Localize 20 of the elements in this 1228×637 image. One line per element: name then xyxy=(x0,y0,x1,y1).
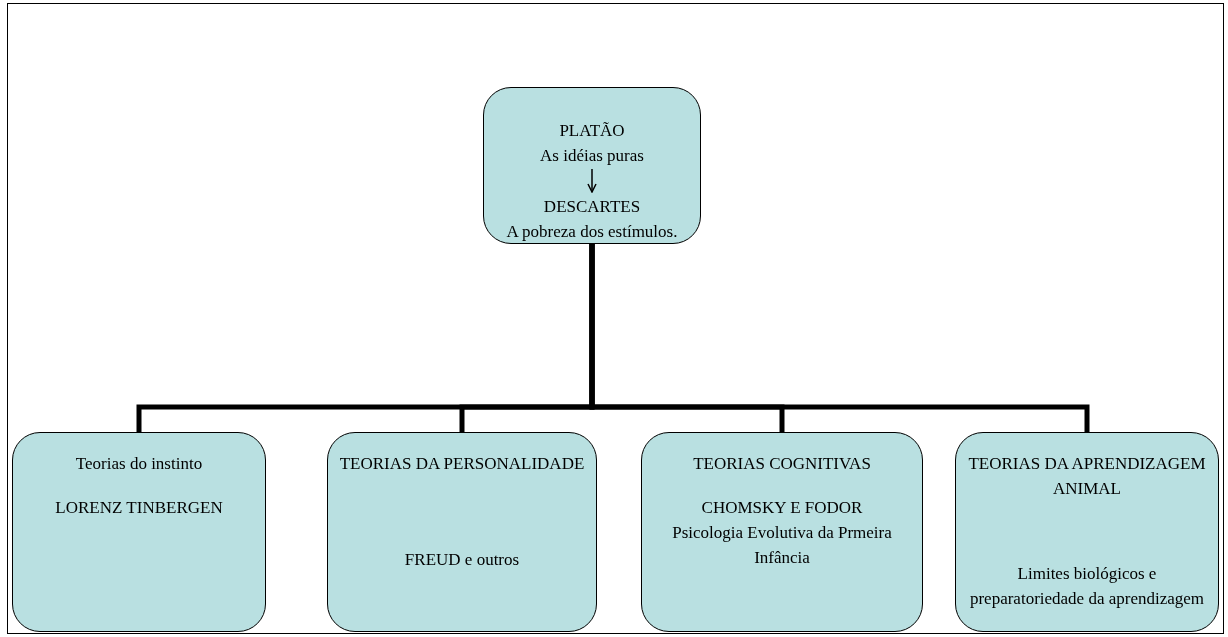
connector-line xyxy=(589,244,1090,432)
node-heading: TEORIAS COGNITIVAS xyxy=(692,453,872,475)
node-heading: PLATÃO xyxy=(558,120,626,142)
rounded-box xyxy=(483,87,701,244)
theory-box xyxy=(955,432,1219,632)
node-heading: TEORIAS DA APRENDIZAGEM ANIMAL xyxy=(967,453,1207,500)
node-heading: Teorias do instinto xyxy=(74,453,204,475)
node-heading: TEORIAS DA PERSONALIDADE xyxy=(338,453,586,475)
theory-box xyxy=(12,432,266,632)
node-heading: DESCARTES xyxy=(542,196,642,218)
node-text: A pobreza dos estímulos. xyxy=(505,221,679,243)
theory-box xyxy=(641,432,923,632)
node-text: Psicologia Evolutiva da Prmeira Infância xyxy=(671,522,893,569)
node-text: FREUD e outros xyxy=(403,549,521,571)
theory-box xyxy=(327,432,597,632)
arrow xyxy=(587,168,597,193)
node-text: LORENZ TINBERGEN xyxy=(54,497,224,519)
node-text: CHOMSKY E FODOR xyxy=(700,497,864,519)
node-text: As idéias puras xyxy=(539,145,645,167)
node-text: Limites biológicos e preparatoriedade da aprendizagem xyxy=(968,563,1206,610)
